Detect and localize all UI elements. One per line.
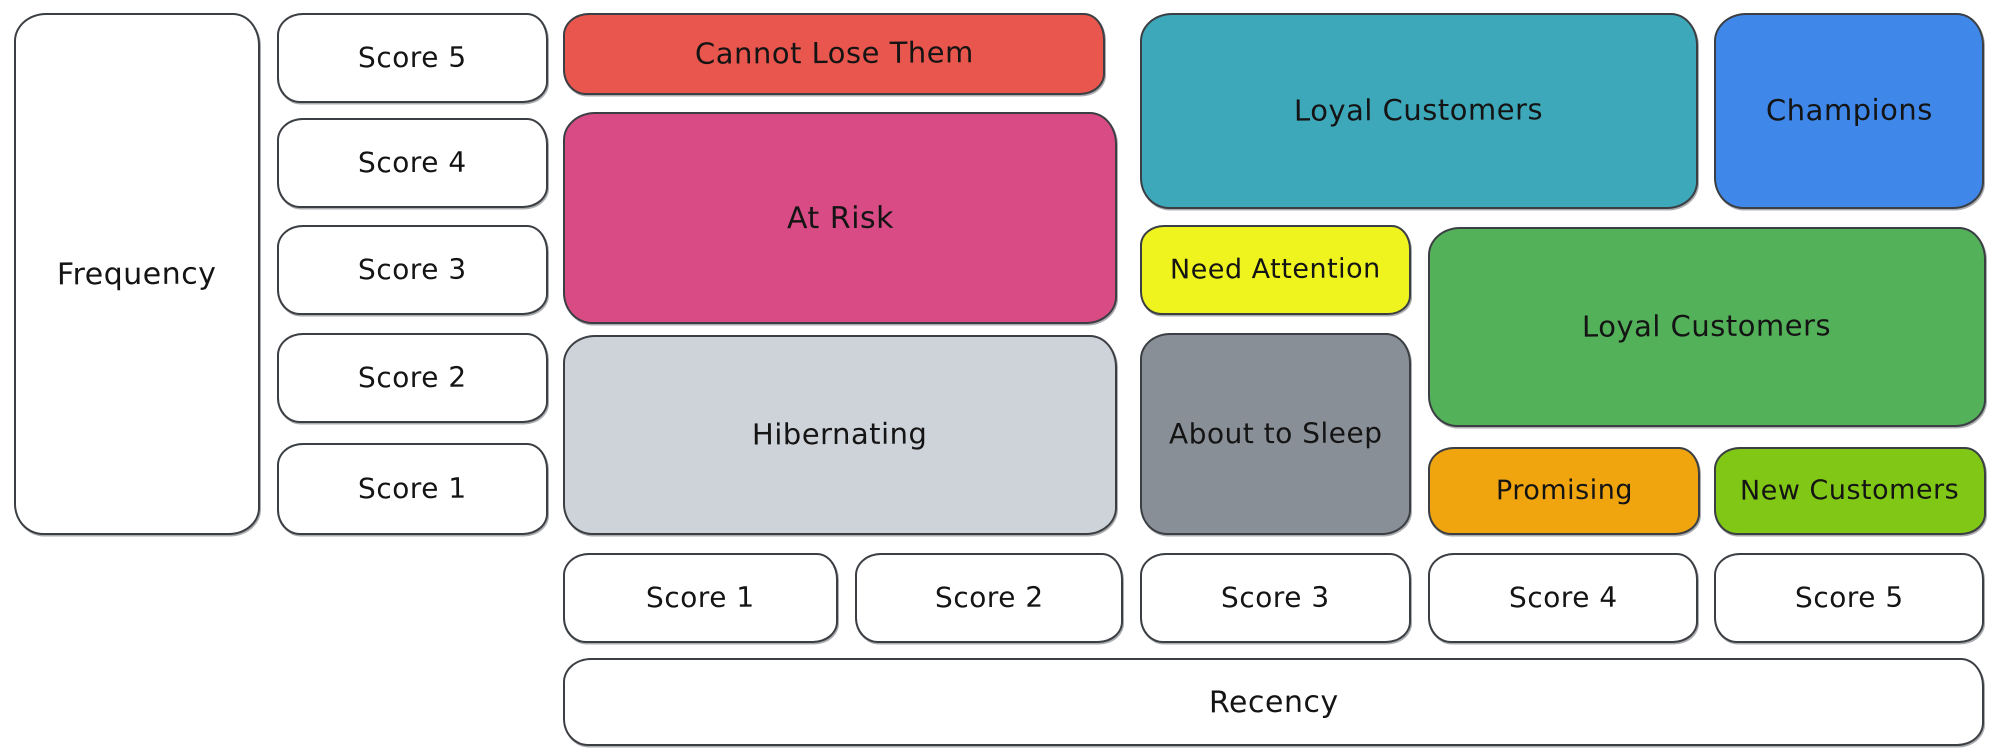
recency-axis-box: Recency <box>563 658 1984 746</box>
recency-score-4: Score 4 <box>1428 553 1698 643</box>
segment-loyal-customers-top-label: Loyal Customers <box>1294 92 1544 128</box>
segment-need-attention: Need Attention <box>1140 225 1411 315</box>
frequency-axis-box: Frequency <box>14 13 260 535</box>
segment-hibernating: Hibernating <box>563 335 1117 535</box>
frequency-score-5: Score 5 <box>277 13 548 103</box>
recency-score-3: Score 3 <box>1140 553 1411 643</box>
recency-score-1-label: Score 1 <box>646 580 755 614</box>
recency-axis-box-label: Recency <box>1208 684 1339 720</box>
segment-about-to-sleep-label: About to Sleep <box>1168 416 1383 451</box>
frequency-score-3-label: Score 3 <box>358 252 467 286</box>
frequency-axis-box-label: Frequency <box>57 256 217 292</box>
frequency-score-2-label: Score 2 <box>358 360 467 394</box>
recency-score-5: Score 5 <box>1714 553 1984 643</box>
recency-score-3-label: Score 3 <box>1221 580 1330 614</box>
segment-loyal-customers-right: Loyal Customers <box>1428 227 1986 427</box>
frequency-score-4: Score 4 <box>277 118 548 208</box>
segment-champions-label: Champions <box>1765 92 1933 128</box>
segment-new-customers: New Customers <box>1714 447 1986 535</box>
segment-about-to-sleep: About to Sleep <box>1140 333 1411 535</box>
recency-score-5-label: Score 5 <box>1794 580 1904 614</box>
recency-score-2: Score 2 <box>855 553 1123 643</box>
segment-loyal-customers-right-label: Loyal Customers <box>1582 308 1832 344</box>
segment-cannot-lose-them-label: Cannot Lose Them <box>694 35 974 71</box>
recency-score-2-label: Score 2 <box>934 580 1044 614</box>
segment-champions: Champions <box>1714 13 1984 209</box>
frequency-score-3: Score 3 <box>277 225 548 315</box>
segment-need-attention-label: Need Attention <box>1170 253 1381 286</box>
segment-cannot-lose-them: Cannot Lose Them <box>563 13 1105 95</box>
segment-at-risk: At Risk <box>563 112 1117 324</box>
frequency-score-2: Score 2 <box>277 333 548 423</box>
frequency-score-4-label: Score 4 <box>358 145 467 179</box>
segment-loyal-customers-top: Loyal Customers <box>1140 13 1698 209</box>
frequency-score-1: Score 1 <box>277 443 548 535</box>
segment-promising-label: Promising <box>1495 474 1633 507</box>
recency-score-4-label: Score 4 <box>1508 580 1618 614</box>
frequency-score-1-label: Score 1 <box>358 471 467 505</box>
segment-hibernating-label: Hibernating <box>752 416 928 452</box>
segment-promising: Promising <box>1428 447 1700 535</box>
segment-new-customers-label: New Customers <box>1740 474 1960 507</box>
recency-score-1: Score 1 <box>563 553 838 643</box>
frequency-score-5-label: Score 5 <box>358 40 467 74</box>
segment-at-risk-label: At Risk <box>786 200 894 236</box>
